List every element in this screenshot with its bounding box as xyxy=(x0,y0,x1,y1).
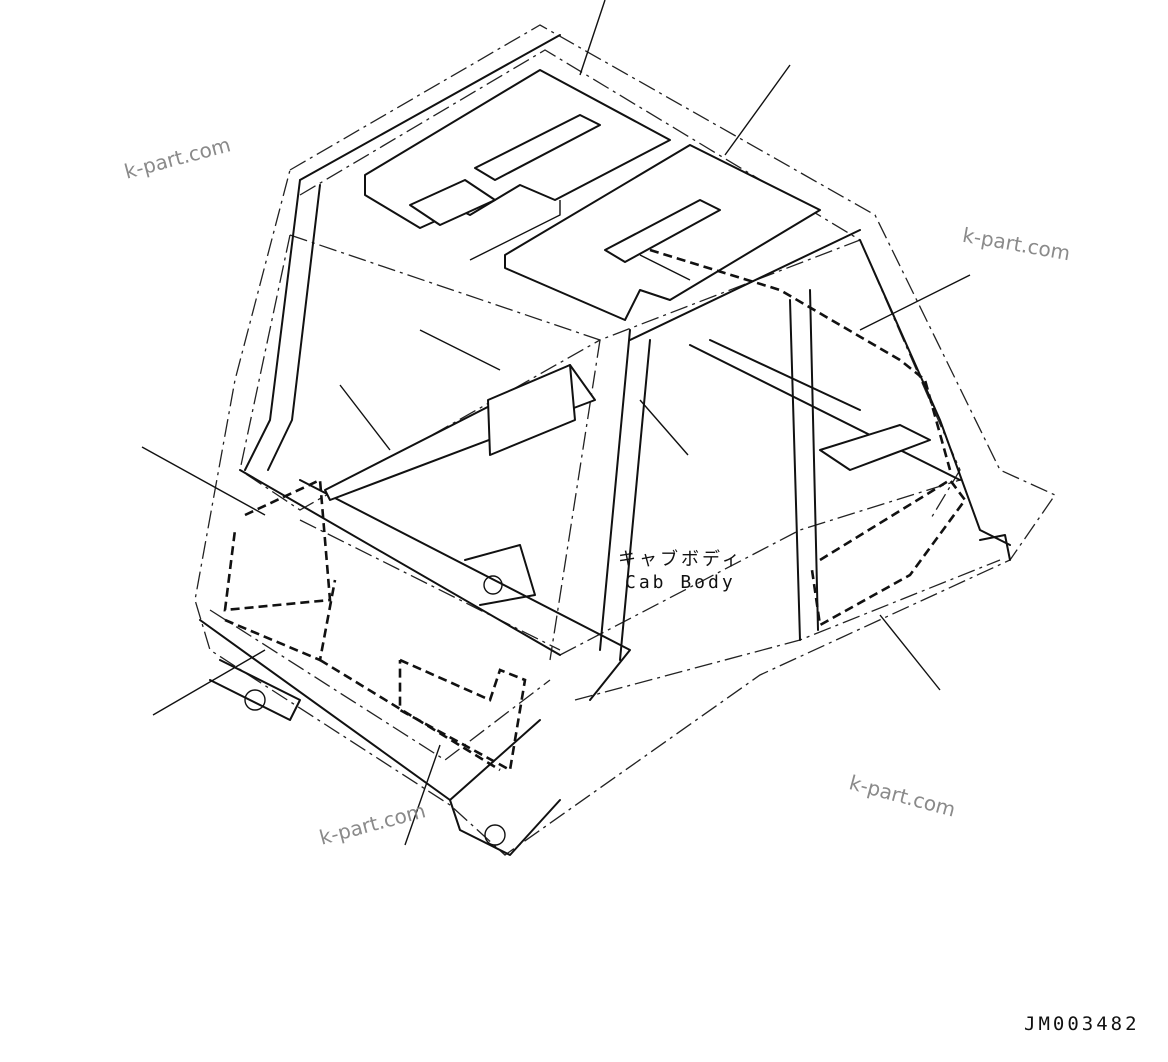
roof-pad-front xyxy=(504,144,821,321)
cab-body-label-jp: キャブボディ xyxy=(618,549,743,570)
cab-body-label-en: Cab Body xyxy=(625,572,736,593)
insulation-panels-dashed xyxy=(223,248,967,773)
leader-lines xyxy=(141,0,971,846)
drawing-code: JM003482 xyxy=(1024,1013,1140,1035)
cab-internal-liners xyxy=(324,339,961,501)
cab-lower-body xyxy=(199,534,1011,856)
roof-pad-rear xyxy=(364,69,671,261)
